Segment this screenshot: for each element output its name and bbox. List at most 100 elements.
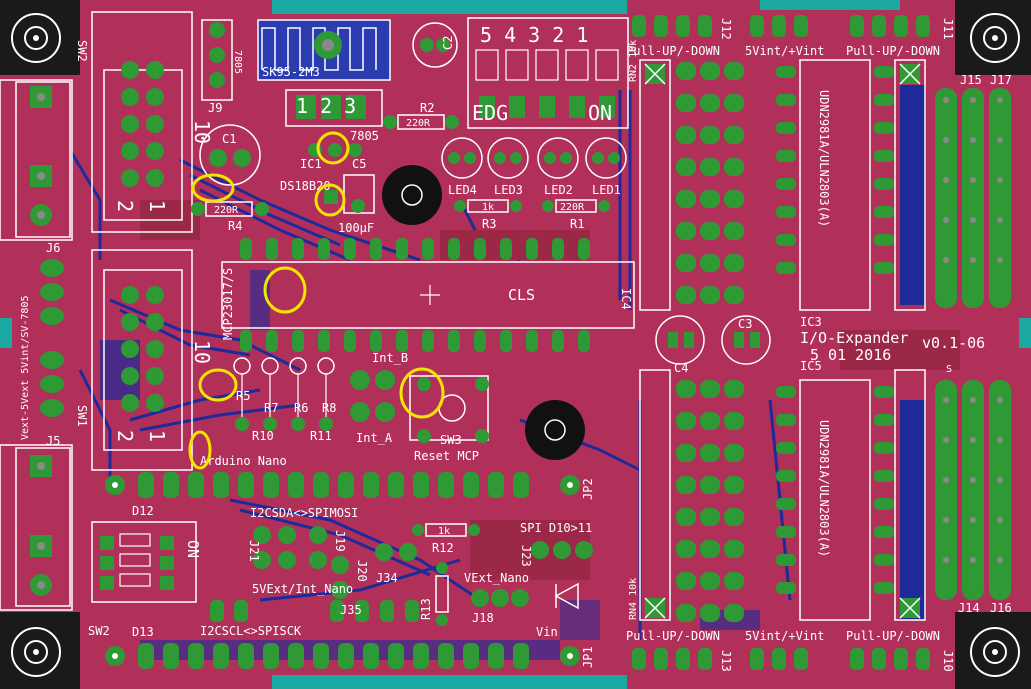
diode-vin <box>554 582 579 610</box>
mount-hole-tl <box>11 13 61 63</box>
mount-hole-tr <box>970 13 1020 63</box>
bottom-stripe <box>272 675 627 689</box>
label-j35: J35 <box>340 603 362 617</box>
top-copper-pours <box>140 200 960 580</box>
label-c1: C1 <box>222 132 236 146</box>
highlight-7 <box>399 367 445 419</box>
label-j20: J20 <box>355 560 369 582</box>
label-led1: LED1 <box>592 183 621 197</box>
nano-mount-holes <box>105 475 580 666</box>
label-c5: C5 <box>352 157 366 171</box>
header-j23 <box>531 541 593 559</box>
label-one-top: 1 <box>145 200 169 212</box>
switch-sw1-footprint <box>91 249 193 471</box>
label-j34: J34 <box>376 571 398 585</box>
resistor-r1 <box>542 199 610 213</box>
highlight-1 <box>191 173 235 203</box>
resistor-column <box>233 357 335 431</box>
label-r12-val: 1k <box>438 526 450 537</box>
label-int-a: Int_A <box>356 431 393 445</box>
arduino-header-bottom <box>138 643 529 669</box>
highlight-marks <box>188 131 445 470</box>
highlight-3 <box>314 183 346 217</box>
label-uln-top: UDN2981A/ULN2803(A) <box>817 90 831 227</box>
label-uln-bottom: UDN2981A/ULN2803(A) <box>817 420 831 557</box>
label-r10: R10 <box>252 429 274 443</box>
switch-sw2-footprint <box>91 11 193 233</box>
label-j13: J13 <box>719 650 733 672</box>
cap-c4 <box>655 315 705 365</box>
highlight-5 <box>198 368 238 402</box>
label-spi-d10: SPI D10>11 <box>520 521 592 535</box>
resistor-r2 <box>383 114 459 130</box>
header-j21 <box>253 526 296 569</box>
header-j18 <box>471 589 529 607</box>
mount-hole-bl <box>11 627 61 677</box>
resistor-r13 <box>435 562 449 626</box>
label-arduino: Arduino Nano <box>200 454 287 468</box>
right-network-top <box>894 59 926 311</box>
title-line1: I/O-Expander <box>800 329 908 347</box>
pin-matrix-drills <box>943 97 1003 563</box>
label-ic5: IC5 <box>800 359 822 373</box>
label-sw3: SW3 <box>440 433 462 447</box>
label-jp2: JP2 <box>581 478 595 500</box>
arduino-header-top <box>138 472 529 498</box>
highlight-6 <box>188 430 212 470</box>
label-two-top: 2 <box>113 200 137 212</box>
reg-7805-small <box>201 19 233 101</box>
label-vext-nano: VExt_Nano <box>464 571 529 585</box>
label-i2c-scl: I2CSCL<>SPISCK <box>200 624 302 638</box>
pin-grid-left-bottom <box>676 380 744 622</box>
label-r2: R2 <box>420 101 434 115</box>
header-int-b <box>350 370 395 390</box>
label-j23: J23 <box>519 545 533 567</box>
label-pullup-br: Pull-UP/-DOWN <box>846 629 940 643</box>
label-r4: R4 <box>228 219 242 233</box>
label-c2: C2 <box>441 36 455 50</box>
ic1-pads <box>308 143 362 157</box>
resistor-r12 <box>412 523 480 537</box>
heatsink <box>257 19 391 81</box>
label-d13: D13 <box>132 625 154 639</box>
label-two-bottom: 2 <box>113 430 137 442</box>
label-c3: C3 <box>738 317 752 331</box>
label-ic4: IC4 <box>619 288 633 310</box>
header-j34 <box>375 543 417 561</box>
label-j6: J6 <box>46 241 60 255</box>
label-mcp: MCP23017/S <box>221 268 235 340</box>
label-int-b: Int_B <box>372 351 408 365</box>
header-j35 <box>210 600 419 622</box>
label-r7: R7 <box>264 401 278 415</box>
label-j12: J12 <box>719 18 733 40</box>
label-logo: CLS <box>508 286 535 304</box>
label-edg: EDG <box>472 101 508 125</box>
top-right-stripe <box>760 0 900 10</box>
label-r220-c: 220R <box>560 202 585 213</box>
label-ic3: IC3 <box>800 315 822 329</box>
title-version: v0.1-06 <box>922 334 985 352</box>
label-7805-v: 7805 <box>232 50 243 74</box>
highlight-4 <box>263 266 307 314</box>
label-led4: LED4 <box>448 183 477 197</box>
label-led2: LED2 <box>544 183 573 197</box>
label-reg-pins: 1 2 3 <box>296 94 356 118</box>
label-j17: J17 <box>990 73 1012 87</box>
label-j16: J16 <box>990 601 1012 615</box>
label-j10: J10 <box>941 650 955 672</box>
label-rn2: RN2 10k <box>628 40 639 82</box>
label-vin-side: Vext-5Vext 5Vint/SV-7805 <box>20 296 31 441</box>
highlight-2 <box>316 131 350 165</box>
pin-matrix-right-top <box>935 88 1011 308</box>
label-vint-bottom: 5Vint/+Vint <box>745 629 824 643</box>
ic5-pins <box>776 386 894 594</box>
ic4-mcp23017 <box>221 261 635 329</box>
ic3-pins <box>776 66 894 274</box>
label-dip-numbers: 5 4 3 2 1 <box>480 23 588 47</box>
label-r12: R12 <box>432 541 454 555</box>
label-r8: R8 <box>322 401 336 415</box>
label-vint-top: 5Vint/+Vint <box>745 44 824 58</box>
header-int-a <box>350 402 395 422</box>
